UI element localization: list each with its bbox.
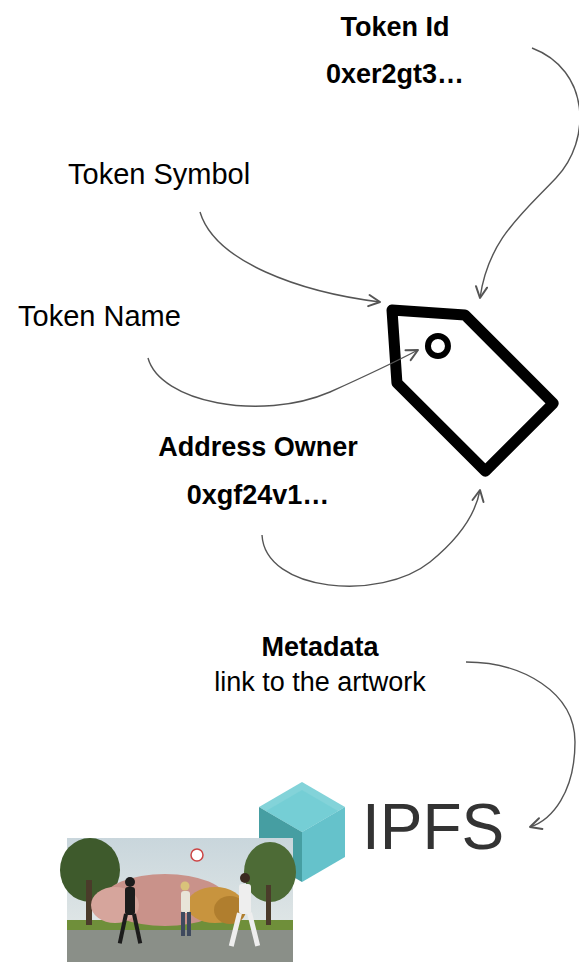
field-title: Address Owner (158, 432, 358, 463)
artwork-picture (60, 838, 296, 962)
field-title: Token Id (340, 12, 449, 43)
field-title: Metadata (261, 632, 378, 663)
field-value: 0xer2gt3… (326, 59, 464, 90)
field-title: Token Symbol (68, 158, 250, 191)
field-title: Token Name (18, 300, 181, 333)
field-value: 0xgf24v1… (187, 480, 330, 511)
leader-line (148, 350, 418, 406)
leader-line (480, 48, 579, 298)
field-description: link to the artwork (214, 667, 426, 698)
tag-icon (358, 276, 553, 471)
leader-line (200, 212, 380, 302)
logo-wordmark: IPFS (362, 791, 504, 865)
